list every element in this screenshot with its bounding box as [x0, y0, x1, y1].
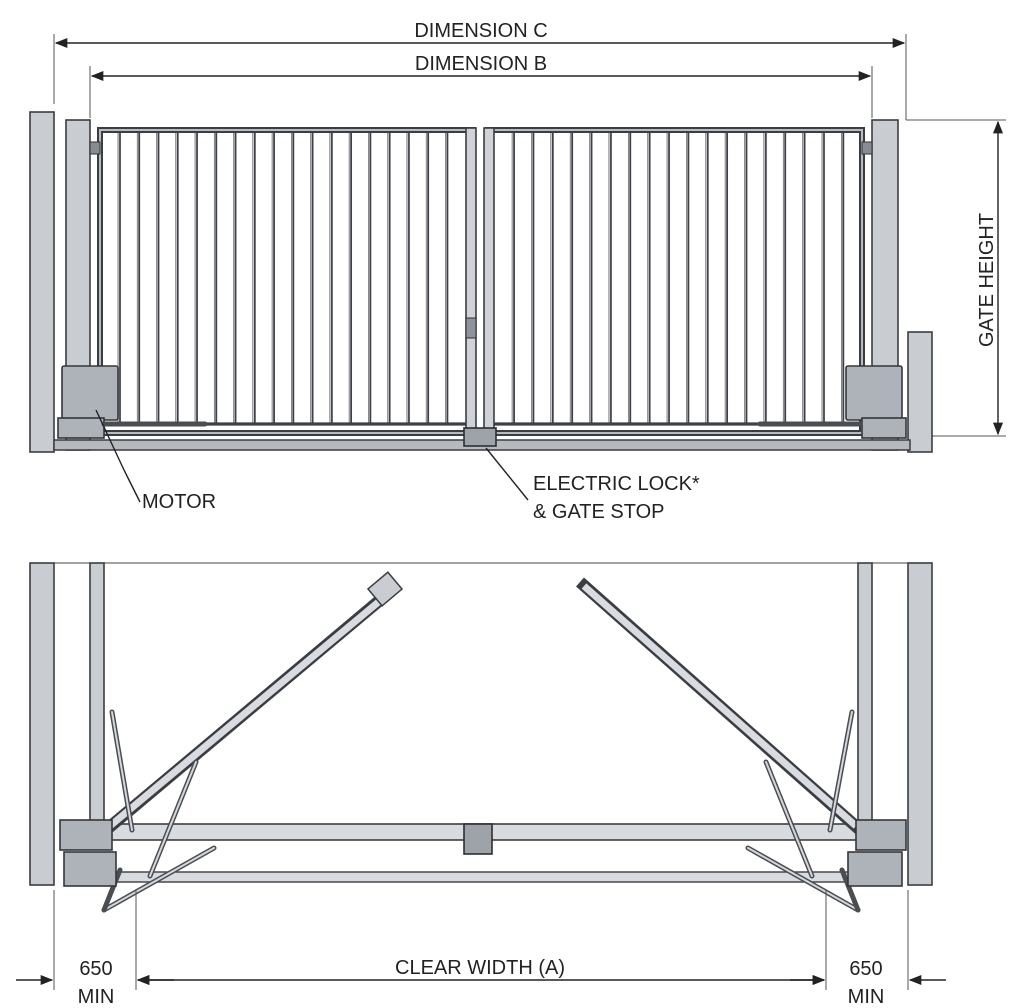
electric-lock-label: ELECTRIC LOCK* [533, 473, 700, 495]
dimension-b-label: DIMENSION B [415, 53, 547, 75]
centre-stile-left [465, 127, 477, 439]
clear-width-dimension: CLEAR WIDTH (A) 650 MIN 650 MIN [16, 890, 946, 1008]
left-top-hinge [89, 141, 101, 155]
electric-lock-callout: ELECTRIC LOCK* & GATE STOP [485, 447, 700, 523]
dimension-c-line: DIMENSION C [53, 20, 907, 120]
right-min-value: 650 [849, 958, 882, 980]
motor-label: MOTOR [142, 491, 216, 513]
plan-left-motor [59, 819, 117, 887]
gate-height-label: GATE HEIGHT [976, 213, 998, 347]
plan-view: CLEAR WIDTH (A) 650 MIN 650 MIN [16, 562, 946, 1008]
front-elevation: DIMENSION C DIMENSION B GATE HEIGHT [29, 20, 1006, 523]
left-outer-post [29, 111, 55, 453]
dimension-b-line: DIMENSION B [89, 53, 873, 118]
left-leaf-pickets [117, 133, 449, 424]
left-motor [57, 365, 208, 439]
left-min-unit: MIN [78, 986, 115, 1008]
centre-stile-right [483, 127, 495, 439]
plan-right-wall [907, 562, 933, 886]
electric-lock-box [463, 427, 497, 447]
plan-right-motor [847, 819, 907, 887]
right-short-post [907, 331, 933, 453]
left-min-value: 650 [79, 958, 112, 980]
right-top-hinge [861, 141, 873, 155]
plan-right-post [857, 562, 873, 824]
dimension-c-label: DIMENSION C [414, 20, 547, 42]
right-min-unit: MIN [848, 986, 885, 1008]
clear-width-label: CLEAR WIDTH (A) [395, 957, 565, 979]
left-motor-arms [101, 709, 217, 913]
left-open-leaf [102, 571, 404, 835]
right-leaf-pickets [511, 133, 845, 424]
gate-stop-label: & GATE STOP [533, 501, 665, 523]
right-open-leaf [576, 577, 864, 835]
lock-keeper [465, 317, 477, 339]
right-gate-leaf [485, 127, 865, 436]
gate-height-line: GATE HEIGHT [906, 119, 1006, 437]
plan-left-post [89, 562, 105, 824]
right-motor-arms [745, 709, 861, 913]
right-motor [757, 365, 907, 439]
plan-electric-lock [463, 823, 493, 855]
motor-callout: MOTOR [95, 409, 216, 513]
left-gate-leaf [97, 127, 476, 436]
plan-left-wall [29, 562, 55, 886]
